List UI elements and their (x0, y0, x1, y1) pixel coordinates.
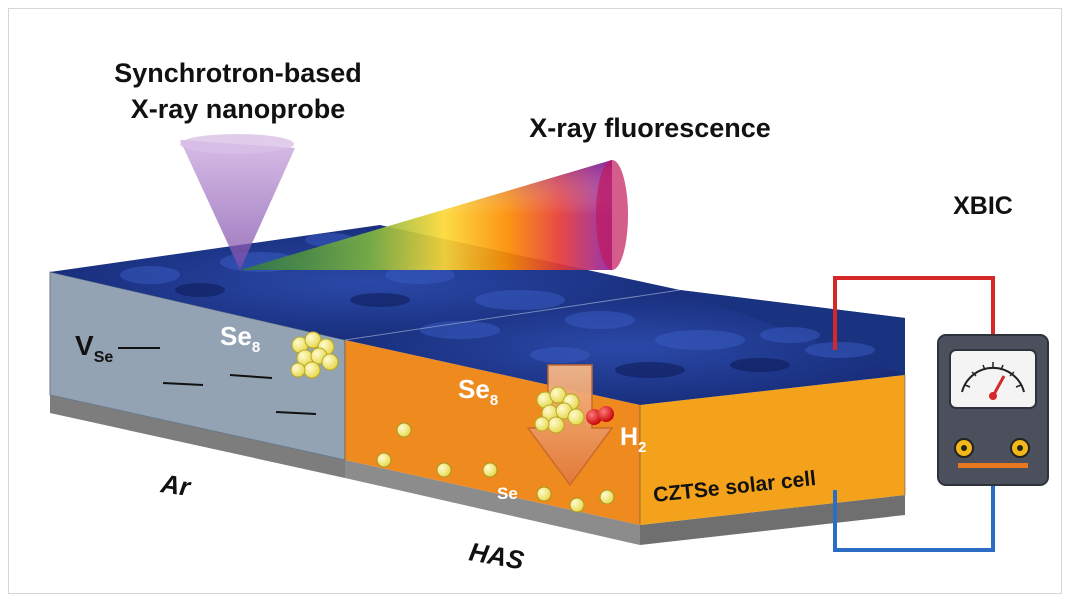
probe-label-line2: X-ray nanoprobe (131, 94, 346, 124)
ammeter-icon (937, 334, 1049, 486)
se8-label-left: Se8 (220, 321, 260, 356)
vacancy-marks (118, 347, 317, 415)
se8-cluster-right (534, 386, 585, 434)
cell-front-face (640, 375, 905, 525)
h2-label: H2 (620, 423, 646, 456)
top-surface (50, 225, 905, 405)
h2-molecule (586, 406, 614, 425)
fluorescence-label: X-ray fluorescence (529, 113, 771, 143)
vacancy-label: VSe (75, 330, 113, 366)
nanoprobe-cone-top (180, 134, 294, 154)
fluorescence-cone (240, 160, 628, 270)
se8-label-right: Se8 (458, 374, 498, 409)
nanoprobe-cone (180, 140, 295, 270)
edge-lines (344, 340, 906, 525)
se-atom-label: Se (497, 484, 518, 503)
se-atoms (376, 422, 615, 513)
ar-label: Ar (158, 468, 194, 502)
has-label: HAS (467, 536, 527, 575)
probe-label-line1: Synchrotron-based (114, 58, 362, 88)
se8-cluster-left (290, 331, 339, 379)
xbic-label: XBIC (953, 192, 1013, 220)
circuit-wires (833, 276, 995, 552)
substrate-layer (50, 395, 905, 545)
